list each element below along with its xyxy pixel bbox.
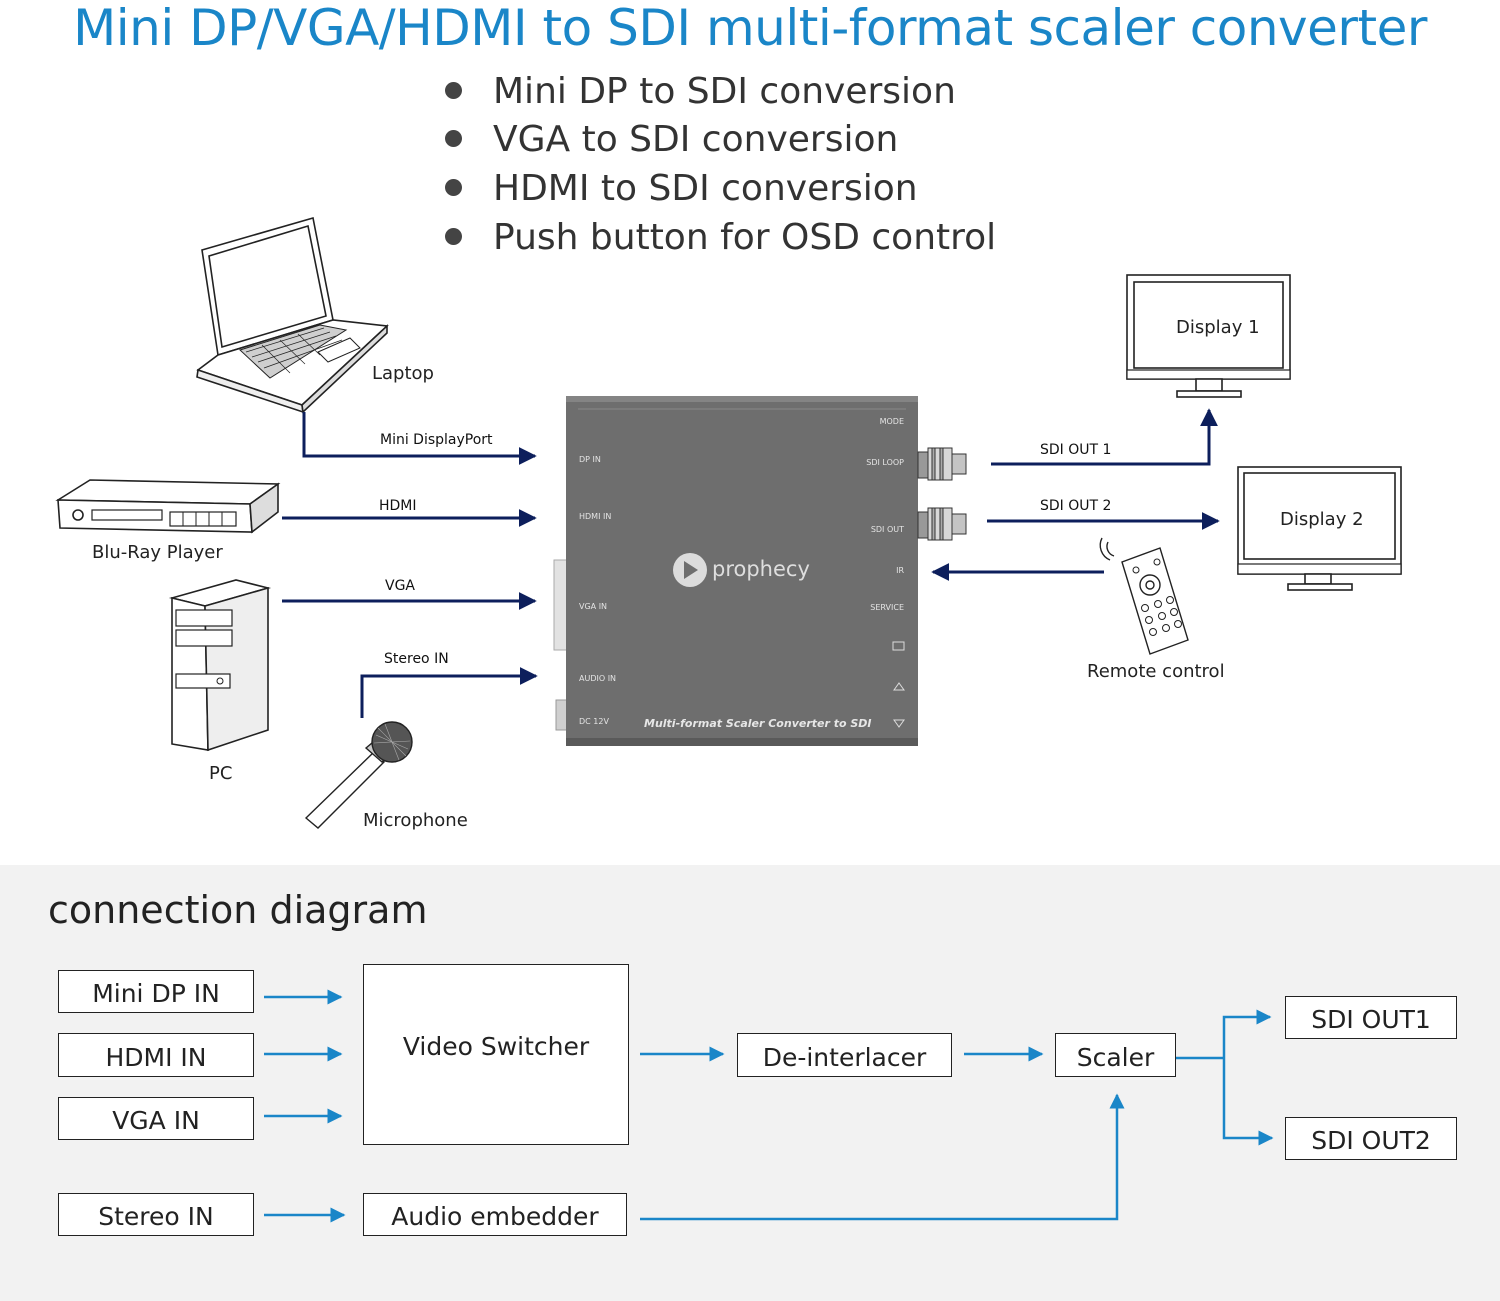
microphone-icon — [304, 721, 413, 829]
feature-item: Push button for OSD control — [445, 218, 996, 258]
box-label: SDI OUT2 — [1311, 1126, 1431, 1155]
minidp-cable-arrow — [302, 412, 537, 465]
display-2-label: Display 2 — [1280, 509, 1364, 530]
bnc-connector-icon — [917, 507, 967, 541]
port-label: MODE — [879, 417, 904, 426]
pc-label: PC — [209, 763, 233, 784]
mini-dp-in-box: Mini DP IN — [58, 970, 254, 1013]
box-label: HDMI IN — [105, 1042, 207, 1072]
feature-item: VGA to SDI conversion — [445, 120, 898, 160]
feature-item: Mini DP to SDI conversion — [445, 72, 956, 112]
remote-label: Remote control — [1087, 661, 1225, 682]
sdi-out2-cable-label: SDI OUT 2 — [1040, 498, 1112, 514]
microphone-label: Microphone — [363, 810, 468, 831]
feature-label: Push button for OSD control — [493, 217, 997, 258]
scaler-box: Scaler — [1055, 1033, 1176, 1077]
feature-label: Mini DP to SDI conversion — [493, 71, 956, 112]
connection-diagram-title: connection diagram — [48, 888, 428, 932]
feature-label: VGA to SDI conversion — [493, 119, 899, 160]
sdi-out1-cable-arrow — [991, 408, 1218, 466]
setup-illustration — [55, 216, 1402, 829]
port-label: SDI OUT — [870, 525, 904, 534]
audio-embedder-box: Audio embedder — [363, 1193, 627, 1236]
bullet-icon — [445, 227, 462, 245]
bluray-player-icon — [55, 479, 281, 534]
hdmi-in-box: HDMI IN — [58, 1033, 254, 1077]
converter-model-text: Multi-format Scaler Converter to SDI — [644, 717, 872, 730]
box-label: Mini DP IN — [92, 979, 220, 1008]
port-label: SDI LOOP — [866, 458, 904, 467]
bnc-connector-icon — [917, 447, 967, 481]
port-label: IR — [896, 566, 904, 575]
brand-logo-text: prophecy — [712, 557, 810, 581]
video-switcher-box: Video Switcher — [363, 964, 629, 1145]
bullet-icon — [445, 129, 462, 147]
pc-tower-icon — [168, 579, 272, 752]
minidp-cable-label: Mini DisplayPort — [380, 432, 493, 448]
bullet-icon — [445, 178, 462, 196]
bullet-icon — [445, 81, 462, 99]
vga-cable-label: VGA — [385, 578, 416, 594]
sdi-out2-box: SDI OUT2 — [1285, 1117, 1457, 1160]
box-label: SDI OUT1 — [1311, 1005, 1431, 1034]
display-1-icon — [1126, 274, 1291, 398]
remote-control-icon — [1099, 537, 1189, 655]
bluray-label: Blu-Ray Player — [92, 542, 223, 563]
display-2-icon — [1237, 466, 1402, 591]
stereo-in-box: Stereo IN — [58, 1193, 254, 1236]
laptop-label: Laptop — [372, 363, 434, 384]
flow-arrow — [1222, 1058, 1274, 1146]
sdi-out1-cable-label: SDI OUT 1 — [1040, 442, 1112, 458]
port-label: SERVICE — [870, 603, 904, 612]
deinterlacer-box: De-interlacer — [737, 1033, 952, 1077]
port-label: DP IN — [579, 455, 601, 464]
vga-in-box: VGA IN — [58, 1097, 254, 1140]
stereo-cable-arrow — [360, 667, 538, 718]
port-label: AUDIO IN — [579, 674, 617, 683]
box-label: De-interlacer — [762, 1042, 927, 1072]
display-1-label: Display 1 — [1176, 317, 1260, 338]
feature-item: HDMI to SDI conversion — [445, 169, 918, 209]
flow-arrow — [640, 1093, 1125, 1221]
port-label: DC 12V — [579, 717, 609, 726]
page-title: Mini DP/VGA/HDMI to SDI multi-format sca… — [73, 0, 1427, 57]
port-label: VGA IN — [579, 602, 608, 611]
feature-label: HDMI to SDI conversion — [493, 168, 918, 209]
flow-arrow — [1222, 1009, 1272, 1058]
box-label: VGA IN — [112, 1106, 200, 1135]
laptop-icon — [196, 216, 389, 414]
sdi-out1-box: SDI OUT1 — [1285, 996, 1457, 1039]
box-label: Scaler — [1076, 1042, 1155, 1072]
hdmi-cable-label: HDMI — [379, 498, 417, 514]
stereo-cable-label: Stereo IN — [384, 651, 449, 667]
port-label: HDMI IN — [579, 512, 612, 521]
box-label: Stereo IN — [98, 1202, 214, 1231]
converter-unit — [553, 396, 918, 746]
box-label: Video Switcher — [402, 1032, 590, 1061]
box-label: Audio embedder — [391, 1202, 599, 1231]
